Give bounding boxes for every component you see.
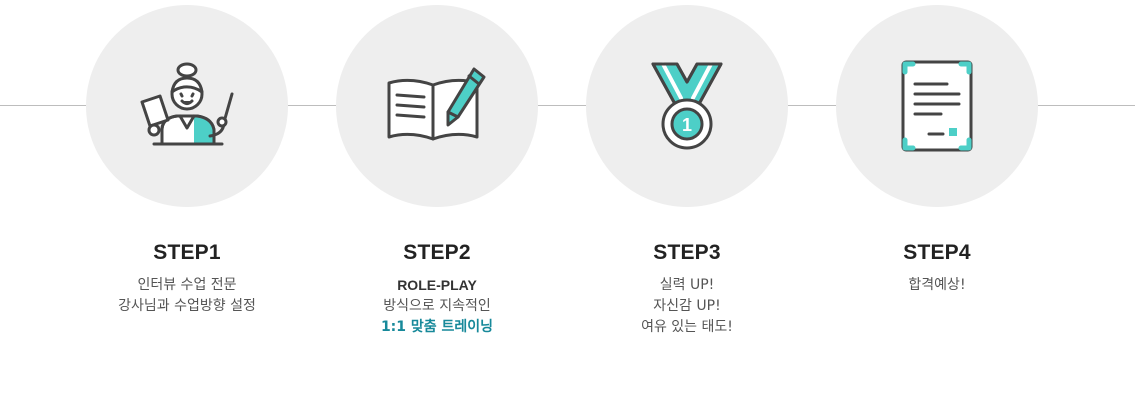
step-1: STEP1 인터뷰 수업 전문 강사님과 수업방향 설정 bbox=[67, 0, 307, 317]
step-1-line-2: 강사님과 수업방향 설정 bbox=[118, 298, 256, 314]
step-2-circle bbox=[336, 5, 538, 207]
book-pencil-icon bbox=[387, 67, 486, 141]
medal-icon: 1 bbox=[651, 62, 723, 150]
step-4: STEP4 합격예상! bbox=[817, 0, 1057, 296]
step-3: 1 STEP3 실력 UP! 자신감 UP! 여유 있는 태도! bbox=[567, 0, 807, 338]
step-2-title: STEP2 bbox=[403, 241, 471, 264]
step-4-line-1: 합격예상! bbox=[908, 277, 966, 293]
step-4-circle bbox=[836, 5, 1038, 207]
step-2-line-plain: 방식으로 지속적인 bbox=[383, 298, 491, 314]
step-4-title: STEP4 bbox=[903, 241, 971, 264]
step-2-line-strong: ROLE-PLAY bbox=[397, 277, 477, 293]
step-3-line-3: 여유 있는 태도! bbox=[641, 319, 733, 335]
step-1-line-1: 인터뷰 수업 전문 bbox=[137, 277, 237, 293]
step-1-description: 인터뷰 수업 전문 강사님과 수업방향 설정 bbox=[67, 275, 307, 317]
step-2: STEP2 ROLE-PLAY 방식으로 지속적인 1:1 맞춤 트레이닝 bbox=[317, 0, 557, 338]
medal-number: 1 bbox=[682, 115, 692, 135]
step-2-line-accent: 1:1 맞춤 트레이닝 bbox=[380, 319, 494, 335]
teacher-icon bbox=[140, 62, 234, 146]
step-1-title: STEP1 bbox=[153, 241, 221, 264]
step-4-description: 합격예상! bbox=[817, 275, 1057, 296]
step-3-line-1: 실력 UP! bbox=[659, 277, 715, 293]
step-3-circle: 1 bbox=[586, 5, 788, 207]
certificate-icon bbox=[901, 60, 973, 152]
step-3-line-2: 자신감 UP! bbox=[653, 298, 721, 314]
step-2-description: ROLE-PLAY 방식으로 지속적인 1:1 맞춤 트레이닝 bbox=[317, 275, 557, 338]
step-3-title: STEP3 bbox=[653, 241, 721, 264]
step-1-circle bbox=[86, 5, 288, 207]
timeline-line bbox=[0, 105, 1135, 106]
step-3-description: 실력 UP! 자신감 UP! 여유 있는 태도! bbox=[567, 275, 807, 338]
